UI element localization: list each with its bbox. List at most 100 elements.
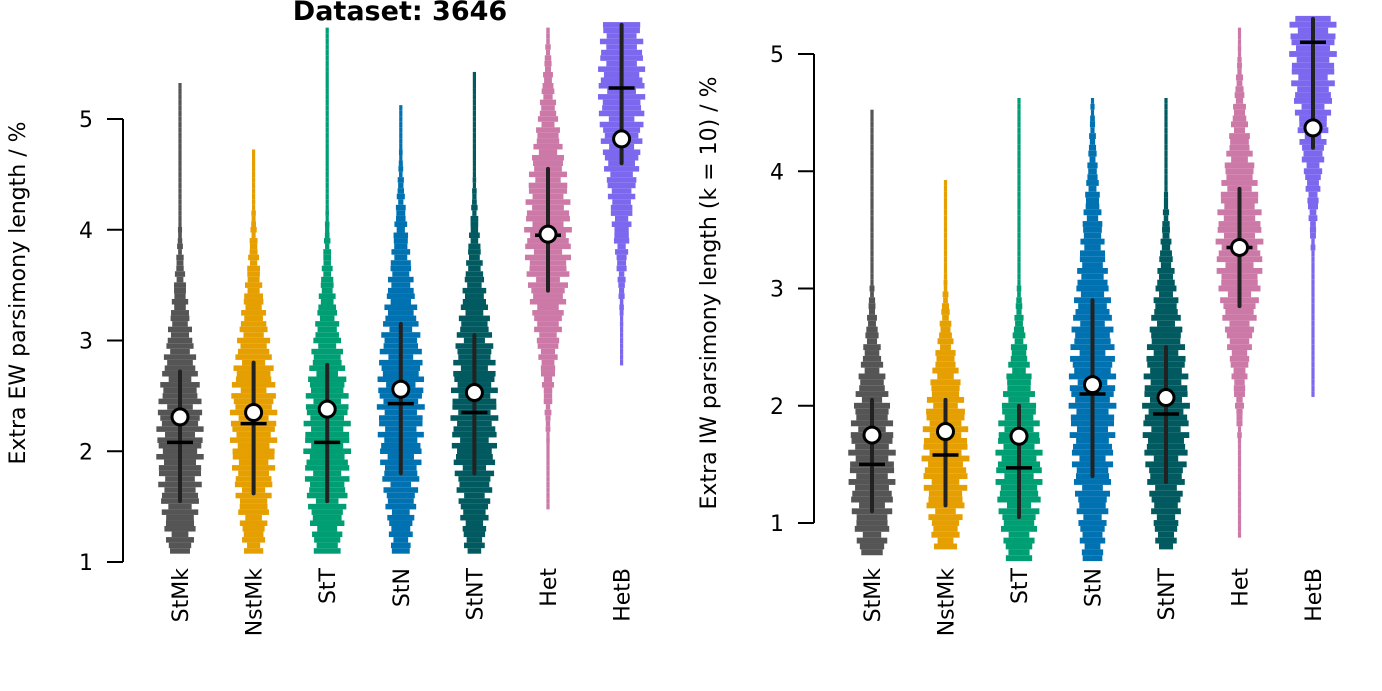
- density-bin: [866, 338, 878, 345]
- density-bin: [1016, 309, 1022, 315]
- density-bin: [472, 88, 476, 95]
- density-bin: [465, 271, 484, 277]
- density-bin: [251, 215, 256, 222]
- density-bin: [469, 232, 480, 239]
- density-bin: [399, 143, 403, 150]
- density-bin: [462, 287, 487, 294]
- density-bin: [870, 250, 874, 257]
- density-bin: [1160, 262, 1172, 268]
- density-bin: [1164, 162, 1168, 169]
- density-bin: [252, 149, 256, 155]
- density-bin: [546, 465, 550, 471]
- density-bin: [1163, 215, 1169, 222]
- density-bin: [174, 271, 186, 277]
- density-bin: [1084, 543, 1101, 550]
- density-bin: [1227, 344, 1252, 351]
- density-bin: [1310, 232, 1316, 239]
- density-bin: [534, 315, 562, 322]
- x-tick-label: StN: [1082, 568, 1107, 607]
- density-bin: [546, 442, 550, 449]
- density-bin: [1311, 338, 1315, 345]
- density-bin: [943, 285, 948, 292]
- density-bin: [1017, 267, 1021, 274]
- density-bin: [243, 531, 264, 538]
- density-bin: [1164, 115, 1168, 122]
- density-bin: [1017, 197, 1021, 204]
- density-bin: [1016, 285, 1022, 292]
- density-bin: [870, 156, 874, 163]
- density-bin: [325, 49, 329, 56]
- density-bin: [618, 271, 625, 277]
- density-bin: [1090, 127, 1095, 134]
- density-bin: [870, 203, 874, 210]
- density-bin: [471, 204, 478, 211]
- density-bin: [619, 298, 624, 305]
- density-bin: [532, 310, 564, 316]
- violin-StMk: [848, 109, 896, 556]
- density-bin: [613, 238, 630, 244]
- density-bin: [1229, 133, 1250, 140]
- density-bin: [171, 310, 189, 316]
- density-bin: [1087, 174, 1098, 181]
- density-bin: [472, 138, 476, 144]
- mean-point: [317, 399, 337, 419]
- density-bin: [252, 188, 256, 194]
- density-bin: [321, 287, 333, 294]
- density-bin: [1233, 127, 1246, 134]
- density-bin: [1237, 525, 1242, 532]
- y-tick-label: 4: [79, 219, 93, 244]
- density-bin: [235, 354, 272, 360]
- density-bin: [870, 109, 874, 116]
- density-bin: [1159, 291, 1173, 298]
- density-bin: [325, 143, 329, 150]
- y-tick-label: 3: [770, 278, 784, 303]
- density-bin: [311, 348, 343, 355]
- density-bin: [1311, 291, 1315, 298]
- x-tick-label: NstMk: [935, 568, 960, 637]
- density-bin: [395, 204, 406, 211]
- density-bin: [178, 154, 182, 161]
- density-bin: [546, 459, 550, 466]
- density-bin: [1237, 455, 1242, 462]
- density-bin: [870, 174, 874, 181]
- density-bin: [165, 520, 195, 527]
- density-bin: [1157, 320, 1175, 327]
- density-bin: [1233, 367, 1246, 374]
- density-bin: [540, 348, 556, 355]
- density-bin: [616, 254, 627, 261]
- density-bin: [1079, 502, 1106, 509]
- density-bin: [1017, 203, 1021, 210]
- density-bin: [178, 83, 182, 89]
- density-bin: [544, 60, 552, 67]
- density-bin: [394, 221, 408, 227]
- density-bin: [173, 282, 187, 288]
- density-bin: [166, 537, 194, 543]
- density-bin: [178, 204, 182, 211]
- density-bin: [170, 315, 190, 322]
- density-bin: [1017, 232, 1021, 239]
- density-bin: [325, 215, 329, 222]
- density-bin: [1003, 391, 1035, 397]
- density-bin: [541, 359, 555, 366]
- density-bin: [167, 337, 193, 344]
- density-bin: [1237, 449, 1242, 456]
- density-bin: [385, 503, 417, 510]
- density-bin: [533, 160, 563, 167]
- density-bin: [942, 291, 949, 298]
- density-bin: [931, 391, 960, 397]
- density-bin: [1089, 139, 1096, 145]
- density-bin: [167, 326, 193, 333]
- density-bin: [1237, 27, 1242, 34]
- density-bin: [456, 487, 493, 493]
- density-bin: [468, 249, 481, 255]
- density-bin: [460, 304, 488, 311]
- density-bin: [317, 310, 338, 316]
- density-bin: [1224, 162, 1255, 169]
- density-bin: [1311, 367, 1315, 374]
- density-bin: [325, 204, 329, 211]
- density-bin: [325, 71, 329, 78]
- density-bin: [387, 287, 414, 294]
- violin-StNT: [1142, 97, 1190, 550]
- density-bin: [1158, 543, 1174, 550]
- density-bin: [1307, 180, 1319, 186]
